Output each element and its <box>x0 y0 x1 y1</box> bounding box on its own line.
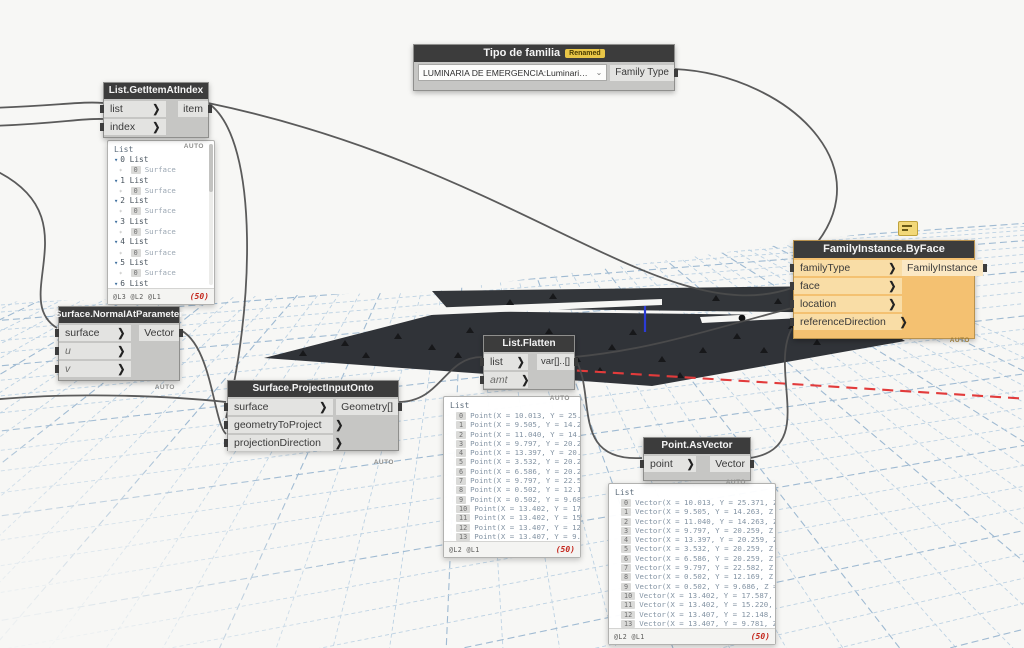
node-list-flatten[interactable]: List.Flatten list❯ amt❯ var[]..[] AUTO <box>480 335 579 402</box>
lacing-label[interactable]: AUTO <box>183 143 204 150</box>
input-port-list[interactable]: list❯ <box>480 354 528 370</box>
bullet-icon: ∗ <box>119 270 123 278</box>
list-level-pills[interactable]: @L2 @L1 <box>449 545 480 554</box>
preview-root-label: List <box>114 145 134 154</box>
input-port-surface[interactable]: surface❯ <box>55 325 131 341</box>
node-title[interactable]: Surface.NormalAtParameter <box>55 307 183 323</box>
output-port-vector[interactable]: Vector <box>139 325 183 341</box>
port-chevron-icon: ❯ <box>521 374 530 386</box>
lacing-label[interactable]: AUTO <box>549 395 570 402</box>
item-count: (50) <box>555 545 575 554</box>
preview-root-label: List <box>450 401 470 410</box>
expander-icon[interactable]: ▾ <box>114 176 119 185</box>
renamed-badge: Renamed <box>565 48 605 58</box>
node-title[interactable]: List.Flatten <box>484 336 574 352</box>
bullet-icon: ∗ <box>119 249 123 257</box>
lacing-label[interactable]: AUTO <box>949 337 970 344</box>
port-chevron-icon: ❯ <box>516 356 525 368</box>
expander-icon[interactable]: ▾ <box>114 217 119 226</box>
port-chevron-icon: ❯ <box>117 363 125 375</box>
node-tipo-de-familia[interactable]: Tipo de familia Renamed LUMINARIA DE EME… <box>413 44 678 91</box>
lacing-label[interactable]: AUTO <box>373 459 394 466</box>
expander-icon[interactable]: ▾ <box>114 156 119 164</box>
input-port-amt[interactable]: amt❯ <box>480 372 530 388</box>
warning-note-icon[interactable] <box>898 221 918 236</box>
node-title[interactable]: Point.AsVector <box>644 438 750 454</box>
input-port-list[interactable]: list❯ <box>100 101 166 117</box>
port-chevron-icon: ❯ <box>319 401 327 413</box>
output-port-familyinstance[interactable]: FamilyInstance <box>902 260 987 276</box>
input-port-face[interactable]: face❯ <box>790 278 902 294</box>
output-port-var[interactable]: var[]..[] <box>536 354 579 370</box>
lacing-label[interactable]: AUTO <box>725 479 746 486</box>
dropdown-chevron-icon[interactable]: ⌄ <box>595 68 603 77</box>
bullet-icon: ∗ <box>119 187 123 195</box>
port-chevron-icon: ❯ <box>152 103 160 115</box>
node-list-getitematindex[interactable]: List.GetItemAtIndex list❯ index❯ item AU… <box>100 82 212 150</box>
output-port-family-type[interactable]: Family Type <box>610 64 678 81</box>
preview-scrollbar[interactable] <box>209 144 213 285</box>
input-port-location[interactable]: location❯ <box>790 296 902 312</box>
list-level-pills[interactable]: @L3 @L2 @L1 <box>113 292 162 301</box>
expander-icon[interactable]: ▾ <box>114 279 119 288</box>
bullet-icon: ∗ <box>119 167 123 175</box>
item-count: (50) <box>750 632 770 641</box>
node-title[interactable]: Surface.ProjectInputOnto <box>228 381 398 397</box>
input-port-u[interactable]: u❯ <box>55 343 131 359</box>
node-title[interactable]: FamilyInstance.ByFace <box>794 241 974 258</box>
lacing-label[interactable]: AUTO <box>154 384 175 391</box>
list-level-pills[interactable]: @L2 @L1 <box>614 632 645 641</box>
preview-root-label: List <box>615 488 635 497</box>
port-chevron-icon: ❯ <box>335 419 344 431</box>
bullet-icon: ∗ <box>119 208 123 216</box>
port-chevron-icon: ❯ <box>686 458 695 470</box>
input-port-geometrytoproject[interactable]: geometryToProject❯ <box>224 417 343 433</box>
input-port-projectiondirection[interactable]: projectionDirection❯ <box>224 435 343 451</box>
port-chevron-icon: ❯ <box>899 316 908 328</box>
port-chevron-icon: ❯ <box>152 121 160 133</box>
port-chevron-icon: ❯ <box>888 262 896 274</box>
output-port-vector[interactable]: Vector <box>710 456 754 472</box>
family-type-dropdown[interactable]: LUMINARIA DE EMERGENCIA:Luminaria interi… <box>418 64 608 81</box>
expander-icon[interactable]: ▾ <box>114 258 119 267</box>
port-chevron-icon: ❯ <box>888 280 896 292</box>
node-point-asvector[interactable]: Point.AsVector point❯ Vector AUTO <box>640 437 754 486</box>
node-title[interactable]: Tipo de familia <box>483 47 561 59</box>
port-chevron-icon: ❯ <box>888 298 896 310</box>
bullet-icon: ∗ <box>119 229 123 237</box>
input-port-point[interactable]: point❯ <box>640 456 696 472</box>
node-surface-normalatparameter[interactable]: Surface.NormalAtParameter surface❯ u❯ v❯… <box>55 306 183 391</box>
input-port-index[interactable]: index❯ <box>100 119 166 135</box>
node-surface-projectinputonto[interactable]: Surface.ProjectInputOnto surface❯ geomet… <box>224 380 402 466</box>
output-port-geometry[interactable]: Geometry[] <box>336 399 402 415</box>
node-title[interactable]: List.GetItemAtIndex <box>104 83 208 99</box>
input-port-familytype[interactable]: familyType❯ <box>790 260 902 276</box>
input-port-v[interactable]: v❯ <box>55 361 131 377</box>
expander-icon[interactable]: ▾ <box>114 197 119 206</box>
node-familyinstance-byface[interactable]: FamilyInstance.ByFace familyType❯ face❯ … <box>790 240 987 344</box>
port-chevron-icon: ❯ <box>334 437 343 449</box>
expander-icon[interactable]: ▾ <box>114 238 119 247</box>
input-port-referencedirection[interactable]: referenceDirection❯ <box>790 314 907 330</box>
input-port-surface[interactable]: surface❯ <box>224 399 333 415</box>
port-chevron-icon: ❯ <box>117 327 125 339</box>
item-count: (50) <box>189 292 209 301</box>
port-chevron-icon: ❯ <box>117 345 125 357</box>
output-port-item[interactable]: item <box>178 101 212 117</box>
